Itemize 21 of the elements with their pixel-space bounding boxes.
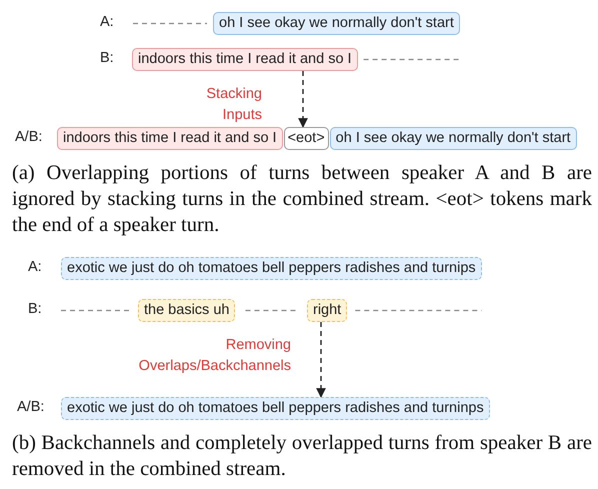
edge-label: Removing Overlaps/Backchannels (138, 336, 291, 376)
utterance-box: exotic we just do oh tomatoes bell peppers radishes and turninps (61, 397, 490, 420)
arrow (298, 71, 308, 128)
utterance-box: indoors this time I read it and so I (132, 48, 358, 71)
utterance-box: indoors this time I read it and so I (57, 127, 283, 150)
speaker-label: A/B: (17, 399, 44, 415)
speaker-label: A/B: (15, 129, 42, 145)
speaker-label: B: (28, 301, 42, 317)
caption: (a) Overlapping portions of turns between speaker A and B are ignored by stacking turns in the combined stream. <eot> tokens mark the end of a speaker turn. (12, 161, 592, 238)
speaker-label: A: (28, 259, 42, 275)
utterance-box: the basics uh (138, 299, 236, 322)
speaker-label: B: (100, 50, 114, 66)
speaker-label: A: (100, 14, 114, 30)
utterance-box: oh I see okay we normally don't start (213, 12, 460, 35)
utterance-box: oh I see okay we normally don't start (330, 127, 577, 150)
token-box: <eot> (284, 127, 329, 150)
caption: (b) Backchannels and completely overlapped turns from speaker B are removed in the combined stream. (12, 431, 592, 482)
utterance-box: exotic we just do oh tomatoes bell peppers radishes and turnips (61, 257, 482, 280)
edge-label: Stacking Inputs (205, 85, 262, 125)
arrow (316, 322, 326, 398)
utterance-box: right (307, 299, 348, 322)
